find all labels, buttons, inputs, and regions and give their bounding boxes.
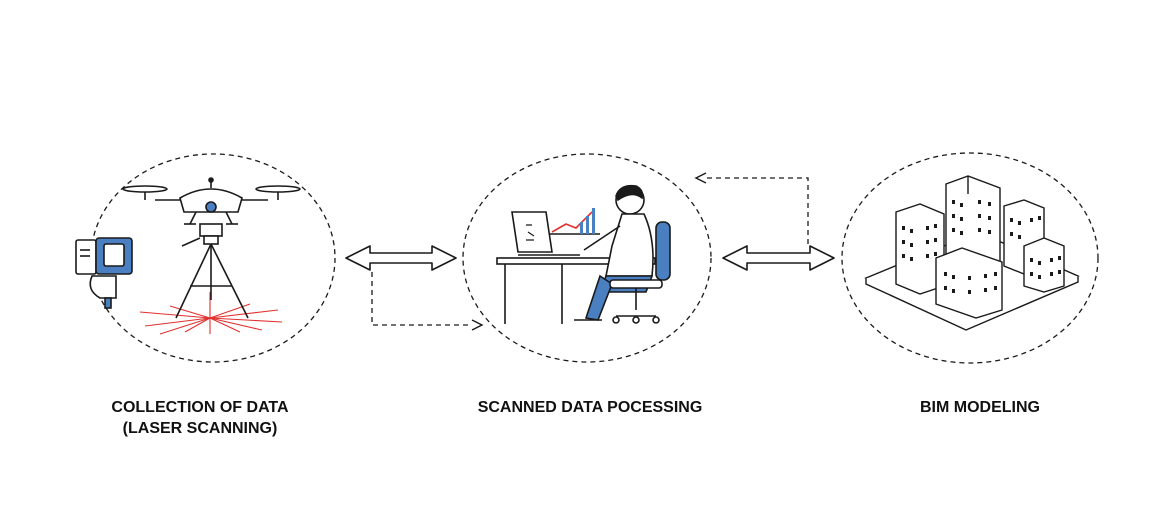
bidirectional-arrow-2 [722,245,835,271]
dashed-connector-1 [371,272,472,326]
handheld-scanner-icon [75,237,133,309]
dashed-connector-1-arrowhead [471,319,484,331]
buildings-icon [864,175,1080,331]
tripod-scanner-icon [175,223,249,319]
stage-label-line: BIM MODELING [920,399,1040,416]
stage-label-bim: BIM MODELING [880,397,1080,418]
office-chair-icon [609,221,671,324]
chart-icon [550,208,600,235]
stage-label-line: (LASER SCANNING) [122,420,278,437]
stage-label-line: SCANNED DATA POCESSING [477,399,703,416]
stage-2-circle [462,153,712,363]
stage-label-collection: COLLECTION OF DATA (LASER SCANNING) [60,397,340,439]
stage-label-processing: SCANNED DATA POCESSING [440,397,740,418]
dashed-connector-2 [706,177,809,244]
drone-icon [122,177,301,225]
bidirectional-arrow-1 [345,245,457,271]
person-at-computer-icon [496,184,656,324]
building-windows [902,200,1061,294]
laser-beams-icon [139,292,283,335]
stage-label-line: COLLECTION OF DATA [111,399,289,416]
stage-3-circle [841,152,1099,364]
dashed-connector-2-arrowhead [694,172,707,184]
